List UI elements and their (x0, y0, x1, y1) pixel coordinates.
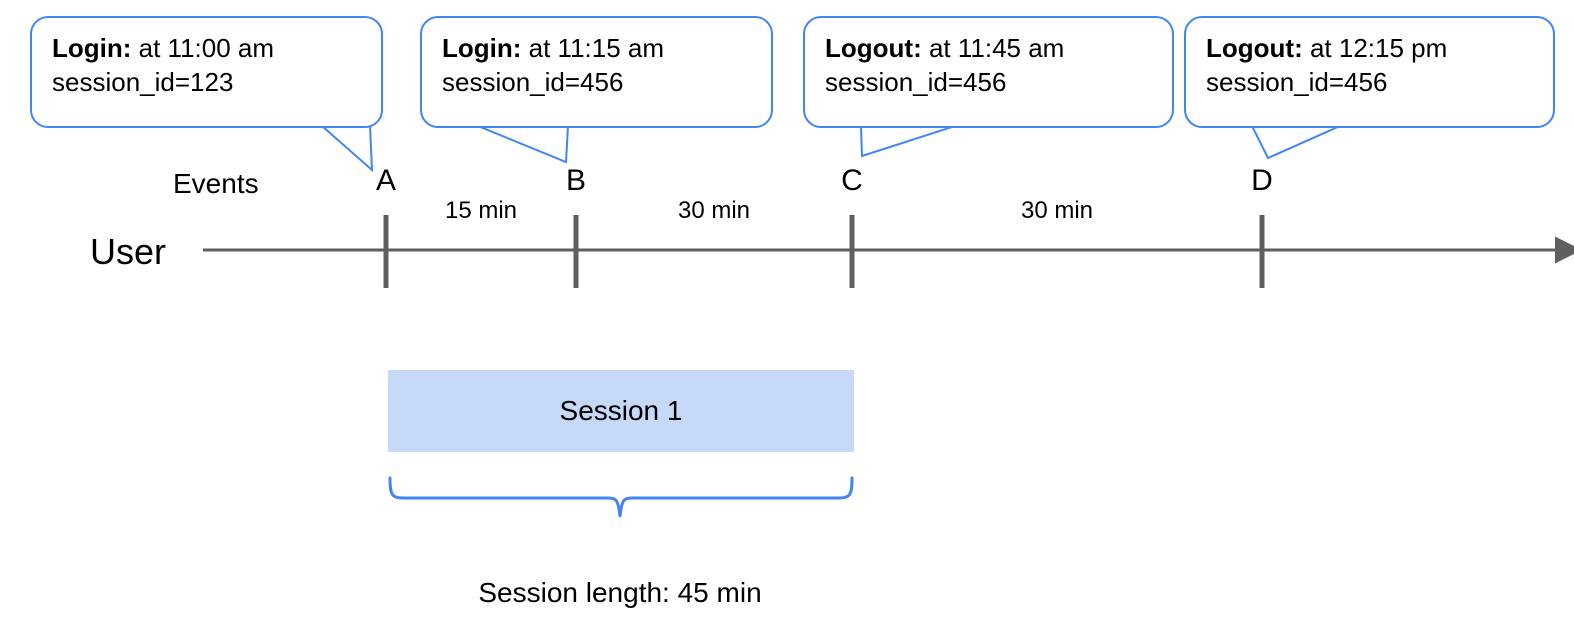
callout-d-line1: Logout: at 12:15 pm (1206, 32, 1535, 66)
callout-d-time: at 12:15 pm (1302, 33, 1448, 63)
callout-bubble-c[interactable]: Logout: at 11:45 am session_id=456 (803, 16, 1174, 128)
tick-label-a: A (375, 164, 396, 197)
callout-b-event: Login: (442, 33, 522, 63)
callout-b-line2: session_id=456 (442, 66, 624, 97)
callout-c-line1: Logout: at 11:45 am (825, 32, 1154, 66)
callout-b-time: at 11:15 am (521, 33, 665, 63)
session-length-caption: Session length: 45 min (478, 577, 762, 608)
callout-tail-b (477, 125, 570, 164)
interval-label-cd: 30 min (1020, 197, 1094, 224)
session-bar-label: Session 1 (559, 395, 683, 426)
tick-label-d: D (1251, 164, 1273, 197)
callout-b-line1: Login: at 11:15 am (442, 32, 753, 66)
callout-a-line2: session_id=123 (52, 66, 234, 97)
callout-tails (319, 125, 1341, 173)
user-row-label: User (90, 231, 167, 272)
callout-tail-d (1250, 125, 1341, 160)
tick-marks (383, 215, 1265, 288)
callout-a-line1: Login: at 11:00 am (52, 32, 363, 66)
callout-tail-c (859, 125, 956, 158)
events-row-label: Events (173, 168, 259, 199)
callout-tail-a (319, 125, 374, 173)
callout-bubble-a[interactable]: Login: at 11:00 am session_id=123 (30, 16, 383, 128)
tick-label-b: B (565, 164, 586, 197)
callout-d-line2: session_id=456 (1206, 66, 1388, 97)
session-bar[interactable]: Session 1 (388, 370, 854, 452)
callout-c-line2: session_id=456 (825, 66, 1007, 97)
callout-d-event: Logout: (1206, 33, 1303, 63)
callout-c-time: at 11:45 am (921, 33, 1065, 63)
session-brace (388, 476, 854, 518)
callout-a-time: at 11:00 am (131, 33, 275, 63)
tick-label-c: C (841, 164, 863, 197)
interval-label-ab: 15 min (444, 197, 518, 224)
callout-bubble-b[interactable]: Login: at 11:15 am session_id=456 (420, 16, 773, 128)
interval-label-bc: 30 min (677, 197, 751, 224)
callout-bubble-d[interactable]: Logout: at 12:15 pm session_id=456 (1184, 16, 1555, 128)
callout-c-event: Logout: (825, 33, 922, 63)
callout-a-event: Login: (52, 33, 132, 63)
